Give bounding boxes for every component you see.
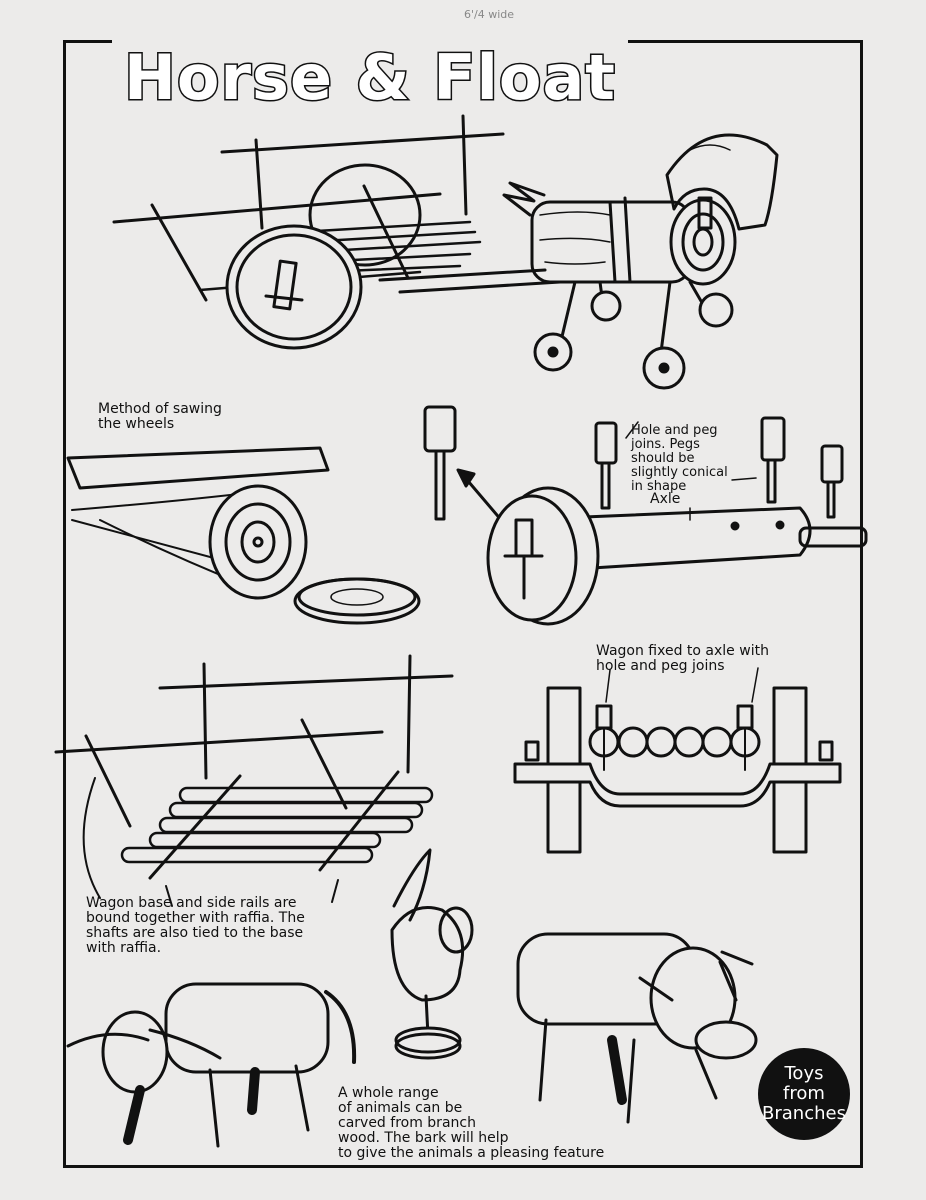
caption-axle: Axle bbox=[650, 491, 681, 507]
caption-animals: A whole range of animals can be carved f… bbox=[338, 1085, 605, 1161]
bull-illustration bbox=[66, 982, 357, 1148]
saw-illustration bbox=[66, 446, 421, 625]
wagon-base-illustration bbox=[54, 654, 454, 907]
axle-section-diagram bbox=[513, 667, 842, 854]
caption-sawing: Method of sawing the wheels bbox=[98, 401, 222, 432]
pencil-note: 6'/4 wide bbox=[464, 8, 515, 21]
bird-illustration bbox=[390, 848, 474, 1060]
caption-wagon-fixed: Wagon fixed to axle with hole and peg jo… bbox=[596, 643, 769, 674]
page-title: Horse & Float bbox=[112, 38, 628, 118]
toys-from-branches-logo: Toys from Branches bbox=[758, 1048, 850, 1140]
cow-illustration bbox=[516, 932, 758, 1124]
caption-wagon-base: Wagon base and side rails are bound toge… bbox=[86, 895, 305, 956]
horse-float-illustration bbox=[112, 114, 779, 390]
wheel-axle-illustration bbox=[423, 405, 868, 626]
caption-hole-peg: Hole and peg joins. Pegs should be sligh… bbox=[631, 423, 728, 494]
